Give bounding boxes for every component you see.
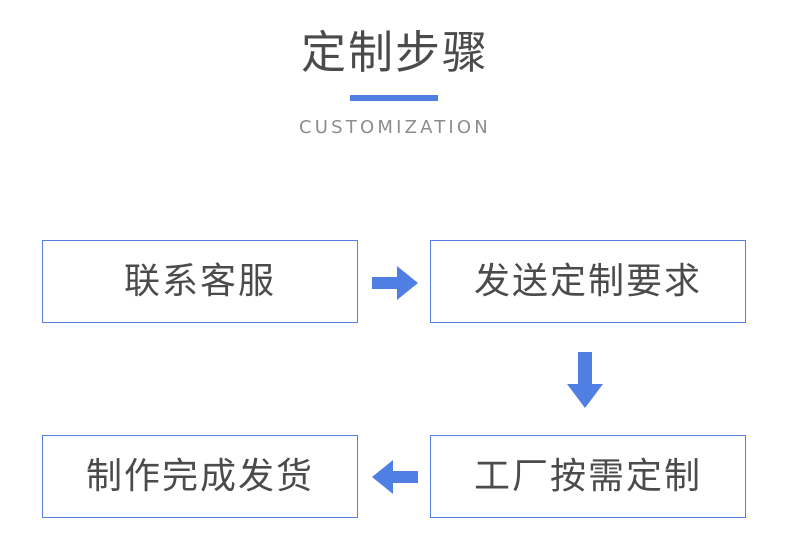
- page-subtitle: CUSTOMIZATION: [299, 117, 491, 138]
- title-divider: [350, 95, 438, 101]
- step-box-factory[interactable]: 工厂按需定制: [430, 435, 746, 518]
- step-label-ship: 制作完成发货: [85, 455, 314, 497]
- step-label-factory: 工厂按需定制: [473, 455, 702, 497]
- page-title: 定制步骤: [300, 26, 489, 79]
- arrow-down-icon: [567, 352, 603, 408]
- arrow-right-icon: [372, 266, 418, 300]
- arrow-left-icon: [372, 460, 418, 494]
- step-box-contact[interactable]: 联系客服: [42, 240, 358, 323]
- step-label-send: 发送定制要求: [473, 260, 702, 302]
- step-box-ship[interactable]: 制作完成发货: [42, 435, 358, 518]
- step-label-contact: 联系客服: [123, 260, 276, 302]
- step-box-send[interactable]: 发送定制要求: [430, 240, 746, 323]
